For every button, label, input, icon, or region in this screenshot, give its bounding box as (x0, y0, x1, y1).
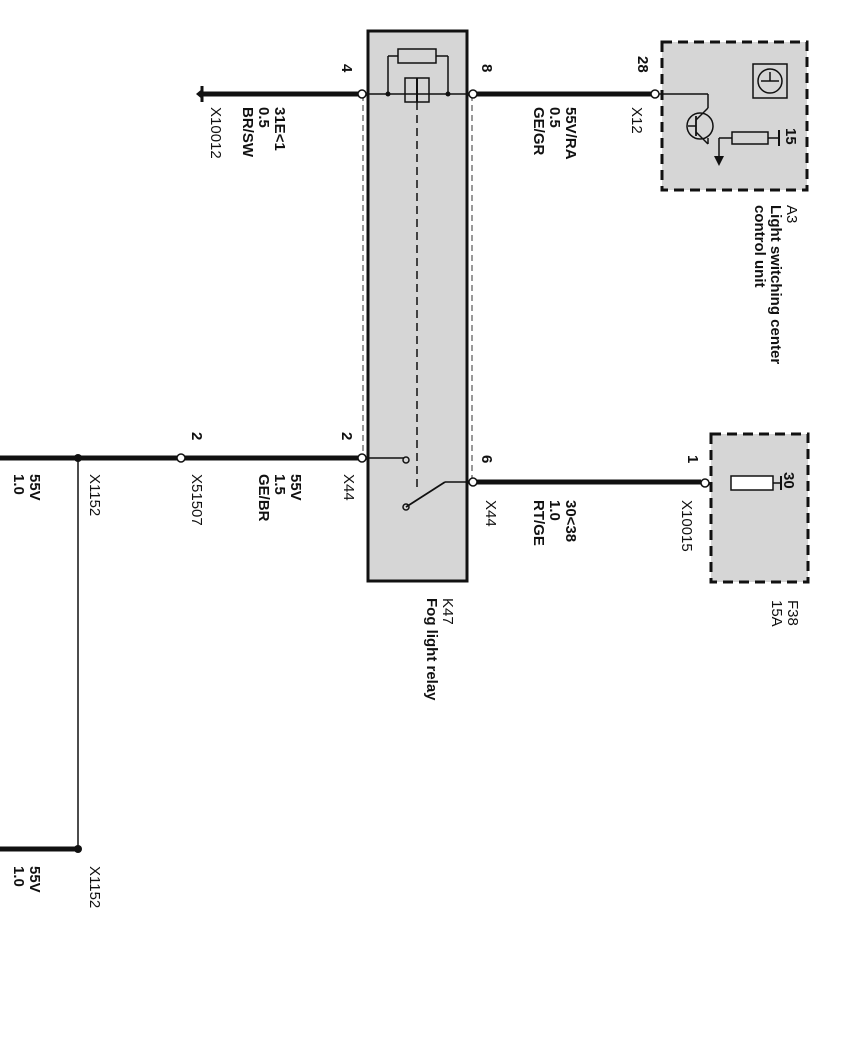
contact-no (402, 456, 410, 464)
control-unit-name-1: Light switching center (767, 205, 784, 364)
connector-x12-pin (650, 89, 660, 99)
pin-4-connector (357, 89, 367, 99)
module-icon (752, 63, 788, 99)
ground-color: BR/SW (239, 107, 256, 158)
fuse-terminal-30: 30 (780, 472, 797, 489)
transistor-icon (686, 112, 714, 140)
fuse-relay-color: RT/GE (530, 500, 547, 546)
cu-terminal-15: 15 (782, 128, 799, 145)
output-signal: 55V (287, 474, 304, 501)
fuse-box (709, 432, 810, 584)
branch-b-size: 1.0 (10, 866, 27, 887)
pin-4-label: 4 (338, 64, 355, 73)
relay-connector-right: X44 (482, 500, 499, 527)
pin-6-label: 6 (478, 455, 495, 463)
control-unit-box (660, 40, 809, 192)
fuse-relay-signal: 30<38 (562, 500, 579, 542)
ground-arrow-icon (714, 156, 724, 166)
pin-6-connector (468, 477, 478, 487)
connector-x10015-pin (700, 478, 710, 488)
control-unit-id: A3 (783, 205, 800, 223)
light-switching-center[interactable] (650, 40, 809, 192)
fuse-f38[interactable] (700, 432, 810, 584)
output-pin-2: 2 (188, 432, 205, 440)
ground-connector: X10012 (207, 107, 224, 159)
fuse-rating: 15A (768, 600, 785, 627)
control-unit-name-2: control unit (751, 205, 768, 288)
switch-arm (405, 481, 446, 508)
cu-connector: X12 (628, 107, 645, 134)
contact-nc (402, 503, 410, 511)
fuse-connector: X10015 (678, 500, 695, 552)
fog-light-relay[interactable] (362, 29, 473, 583)
cu-relay-color: GE/GR (530, 107, 547, 156)
connector-x51507 (176, 453, 186, 463)
pin-8-label: 8 (478, 64, 495, 72)
relay-id: K47 (439, 598, 456, 625)
fuse-icon (730, 475, 774, 491)
branch-a-size: 1.0 (10, 474, 27, 495)
output-color: GE/BR (255, 474, 272, 522)
output-connector: X51507 (188, 474, 205, 526)
cu-relay-size: 0.5 (546, 107, 563, 128)
branch-a-connector: X1152 (86, 474, 103, 516)
ground-signal: 31E<1 (271, 107, 288, 151)
cu-pin-28: 28 (634, 56, 651, 73)
cu-relay-signal: 55V/RA (562, 107, 579, 160)
output-size: 1.5 (271, 474, 288, 495)
relay-name: Fog light relay (423, 598, 440, 701)
fuse-relay-size: 1.0 (546, 500, 563, 521)
ground-size: 0.5 (255, 107, 272, 128)
branch-b-signal: 55V (26, 866, 43, 893)
branch-a-signal: 55V (26, 474, 43, 501)
relay-connector-left: X44 (340, 474, 357, 501)
pin-2-label: 2 (338, 432, 355, 440)
relay-body (366, 29, 469, 583)
pin-8-connector (468, 89, 478, 99)
pin-2-connector (357, 453, 367, 463)
fuse-pin-1: 1 (684, 455, 701, 463)
branch-b-connector: X1152 (86, 866, 103, 908)
splice-point-b (74, 845, 82, 853)
fuse-id: F38 (784, 600, 801, 626)
